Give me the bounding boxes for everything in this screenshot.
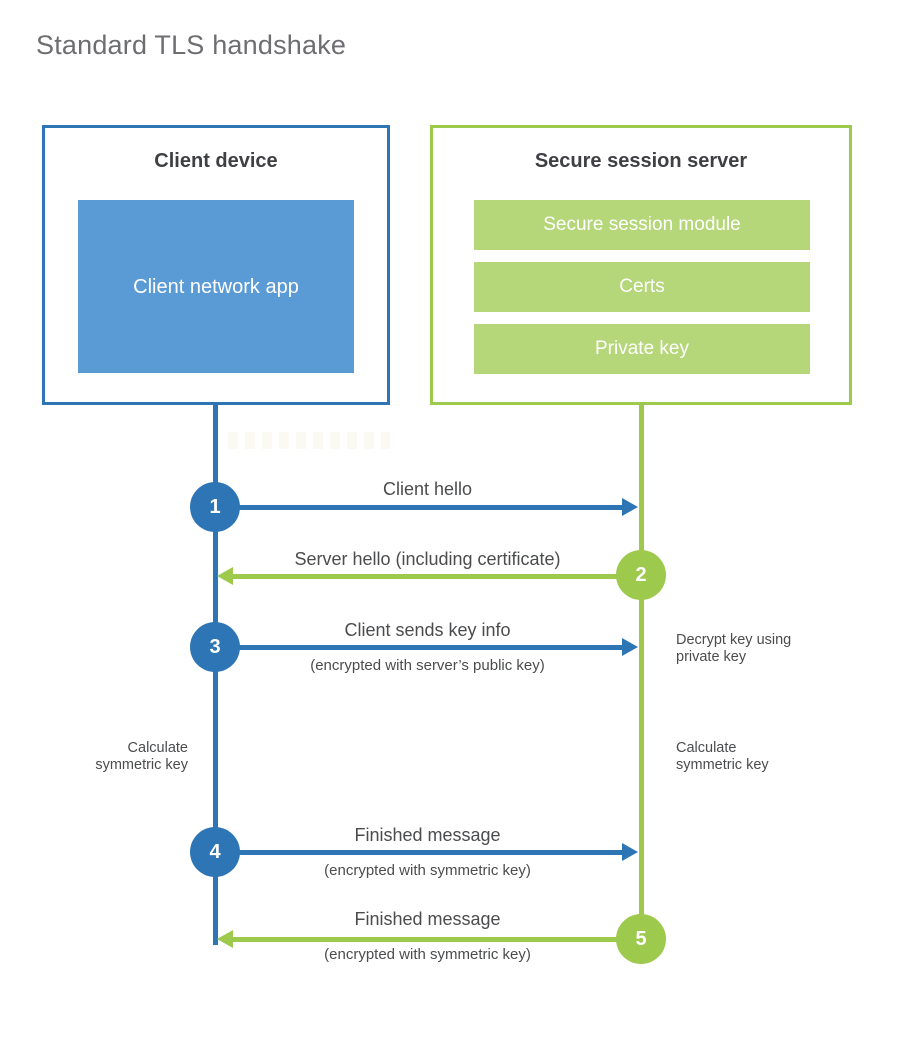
arrowhead-left-icon	[217, 930, 233, 948]
message-label-finished-client: Finished message	[354, 825, 501, 845]
client-network-app-block: Client network app	[78, 200, 354, 373]
server-module-private-key: Private key	[474, 324, 810, 374]
message-sublabel-finished-server: (encrypted with symmetric key)	[324, 946, 531, 963]
client-lifeline	[213, 405, 218, 945]
arrowhead-right-icon	[622, 843, 638, 861]
message-sublabel-finished-client: (encrypted with symmetric key)	[324, 862, 531, 879]
arrow-finished-client	[215, 843, 638, 861]
message-sublabel-key-info: (encrypted with server’s public key)	[310, 657, 545, 674]
note-calc-symmetric-client: Calculate symmetric key	[95, 740, 188, 773]
message-label-finished-server: Finished message	[354, 909, 501, 929]
step-badge-1: 1	[190, 482, 240, 532]
ghost-dashes-decoration	[228, 432, 390, 449]
client-network-app-label: Client network app	[133, 275, 299, 298]
message-label-client-hello: Client hello	[382, 479, 473, 499]
page-title: Standard TLS handshake	[36, 30, 347, 60]
step-badge-4: 4	[190, 827, 240, 877]
arrowhead-right-icon	[622, 498, 638, 516]
server-module-certs: Certs	[474, 262, 810, 312]
secure-session-server-title: Secure session server	[534, 150, 748, 172]
message-label-key-info: Client sends key info	[344, 620, 511, 640]
arrowhead-left-icon	[217, 567, 233, 585]
server-module-secure-session: Secure session module	[474, 200, 810, 250]
arrowhead-right-icon	[622, 638, 638, 656]
note-decrypt-key: Decrypt key using private key	[676, 632, 792, 665]
step-badge-2: 2	[616, 550, 666, 600]
step-badge-3: 3	[190, 622, 240, 672]
arrow-key-info	[215, 638, 638, 656]
client-device-title: Client device	[154, 150, 278, 172]
step-badge-5: 5	[616, 914, 666, 964]
message-label-server-hello: Server hello (including certificate)	[294, 549, 561, 569]
arrow-finished-server	[217, 930, 641, 948]
secure-session-server-box: Secure session server Secure session mod…	[430, 125, 852, 405]
arrow-server-hello	[217, 567, 641, 585]
arrow-client-hello	[215, 498, 638, 516]
server-lifeline	[639, 405, 644, 940]
note-calc-symmetric-server: Calculate symmetric key	[676, 740, 769, 773]
client-device-box: Client device Client network app	[42, 125, 390, 405]
